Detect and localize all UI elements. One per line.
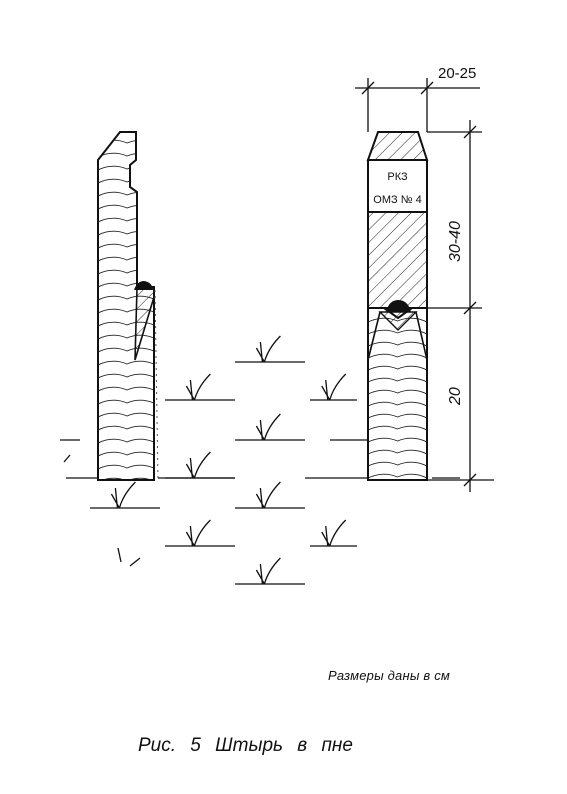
pin-cap [366,131,429,161]
stump-front-outline [367,307,428,481]
pin-wedge-blob [386,300,411,312]
units-note: Размеры даны в см [328,668,451,683]
pin-label-band [367,159,428,213]
dimension-lines [355,78,494,492]
wedge-edge-right [415,311,428,361]
pin-top-blob [134,281,153,290]
figure-caption: Рис. 5 Штырь в пне [138,735,353,756]
stump-side-outline [97,131,155,481]
stump-side-view [97,131,159,481]
wood-grain-right [368,317,427,479]
pin-body [367,211,428,309]
pin-front-view: РКЗ ОМЗ № 4 [366,131,429,481]
wedge-edge-left [367,311,381,361]
pin-label-line2: ОМЗ № 4 [373,194,421,206]
pin-wedge-point [378,311,418,331]
dotted-edge [154,289,159,481]
dim-upper-label: 30-40 [447,221,464,262]
dim-lower-label: 20 [447,387,464,406]
pin-label-line1: РКЗ [387,171,408,183]
dim-width-label: 20-25 [438,65,476,82]
ground-grass [60,335,460,585]
